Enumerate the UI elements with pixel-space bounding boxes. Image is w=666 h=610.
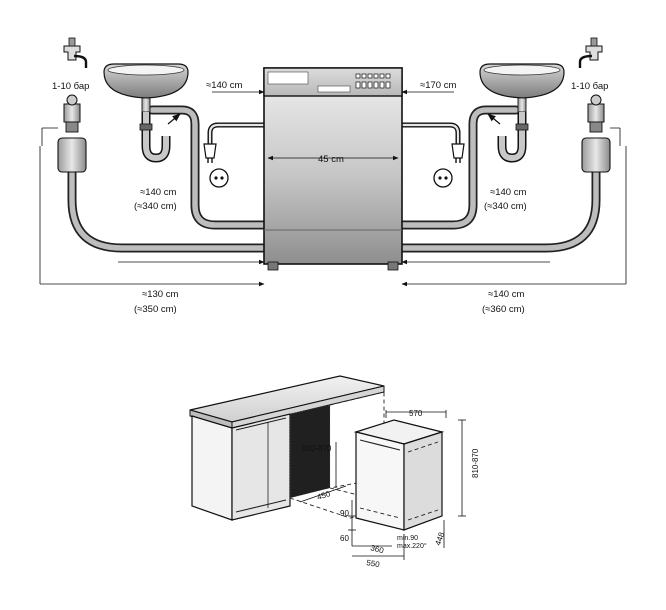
height-810-870-side: 810-870 [471, 448, 480, 478]
dim-60: 60 [340, 534, 349, 543]
valve-right-icon [587, 94, 605, 133]
countertop [189, 375, 385, 429]
socket-left-icon [209, 168, 229, 188]
dishwasher-body [353, 419, 445, 531]
inlet-length-right-a: ≈140 cm [488, 289, 524, 300]
inlet-hose-right [397, 167, 601, 253]
drain-length-right-b: (≈340 cm) [484, 201, 527, 212]
cabinet [191, 413, 291, 521]
min-90: min.90 [397, 535, 418, 542]
plug-right-icon [451, 143, 465, 163]
valve-left-icon [63, 94, 81, 133]
max-220: max.220° [397, 542, 427, 550]
power-cable-left [207, 122, 266, 146]
plug-left-icon [203, 143, 217, 163]
inlet-hose-left [67, 167, 271, 253]
dishwasher-width: 45 cm [318, 154, 344, 165]
tap-left-icon [63, 37, 88, 68]
height-810-870-niche: 810-870 [302, 444, 332, 453]
depth-570: 570 [409, 409, 423, 418]
pressure-label-right: 1-10 бар [571, 81, 608, 92]
dim-448: 448 [433, 531, 446, 547]
sink-left-icon [103, 63, 189, 163]
dim-360: 360 [369, 543, 385, 555]
pressure-label-left: 1-10 бар [52, 81, 89, 92]
drain-hose-right [397, 105, 521, 230]
sink-right-icon [479, 63, 565, 163]
dim-90: 90 [340, 509, 349, 518]
tap-right-icon [578, 37, 603, 68]
drain-length-left-a: ≈140 cm [140, 187, 176, 198]
drain-hose-left [147, 105, 271, 230]
dim-550: 550 [366, 558, 381, 569]
aquastop-box-left-icon [57, 137, 87, 173]
drain-length-left-b: (≈340 cm) [134, 201, 177, 212]
dishwasher-front [263, 67, 403, 271]
socket-right-icon [433, 168, 453, 188]
inlet-length-left-a: ≈130 cm [142, 289, 178, 300]
aquastop-box-right-icon [581, 137, 611, 173]
inlet-length-left-b: (≈350 cm) [134, 304, 177, 315]
power-cable-right [402, 122, 461, 146]
cable-length-left: ≈140 cm [206, 80, 242, 91]
drain-length-right-a: ≈140 cm [490, 187, 526, 198]
cable-length-right: ≈170 cm [420, 80, 456, 91]
inlet-length-right-b: (≈360 cm) [482, 304, 525, 315]
width-450: 450 [316, 489, 332, 502]
